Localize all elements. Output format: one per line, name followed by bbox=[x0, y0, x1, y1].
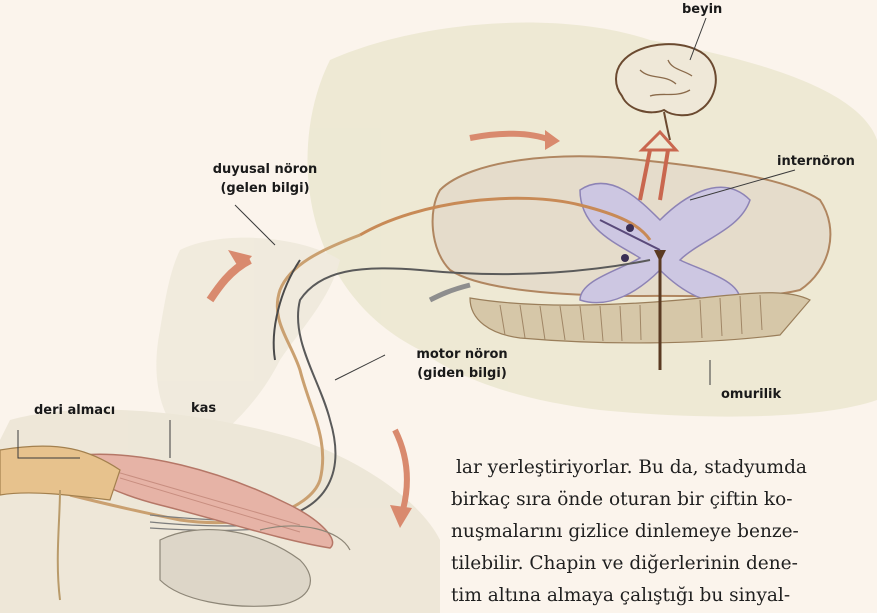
body-text: lar yerleştiriyorlar. Bu da, stadyumda b… bbox=[451, 452, 863, 612]
label-motor-noron-sub: (giden bilgi) bbox=[410, 364, 514, 383]
body-text-line: nuşmalarını gizlice dinlemeye benze- bbox=[451, 516, 863, 548]
body-text-line: tim altına almaya çalıştığı bu sinyal- bbox=[451, 580, 863, 612]
label-motor-noron-title: motor nöron bbox=[410, 345, 514, 364]
body-text-line: birkaç sıra önde oturan bir çiftin ko- bbox=[451, 484, 863, 516]
label-omurilik: omurilik bbox=[721, 385, 781, 404]
label-internoron: internöron bbox=[777, 152, 855, 171]
label-duyusal-noron: duyusal nöron (gelen bilgi) bbox=[202, 160, 328, 198]
label-kas: kas bbox=[191, 399, 216, 418]
label-beyin: beyin bbox=[682, 0, 722, 19]
label-deri-almaci: deri almacı bbox=[34, 401, 115, 420]
body-text-line: tilebilir. Chapin ve diğerlerinin dene- bbox=[451, 548, 863, 580]
label-duyusal-noron-title: duyusal nöron bbox=[202, 160, 328, 179]
body-text-line: lar yerleştiriyorlar. Bu da, stadyumda bbox=[451, 452, 863, 484]
label-duyusal-noron-sub: (gelen bilgi) bbox=[202, 179, 328, 198]
label-motor-noron: motor nöron (giden bilgi) bbox=[410, 345, 514, 383]
